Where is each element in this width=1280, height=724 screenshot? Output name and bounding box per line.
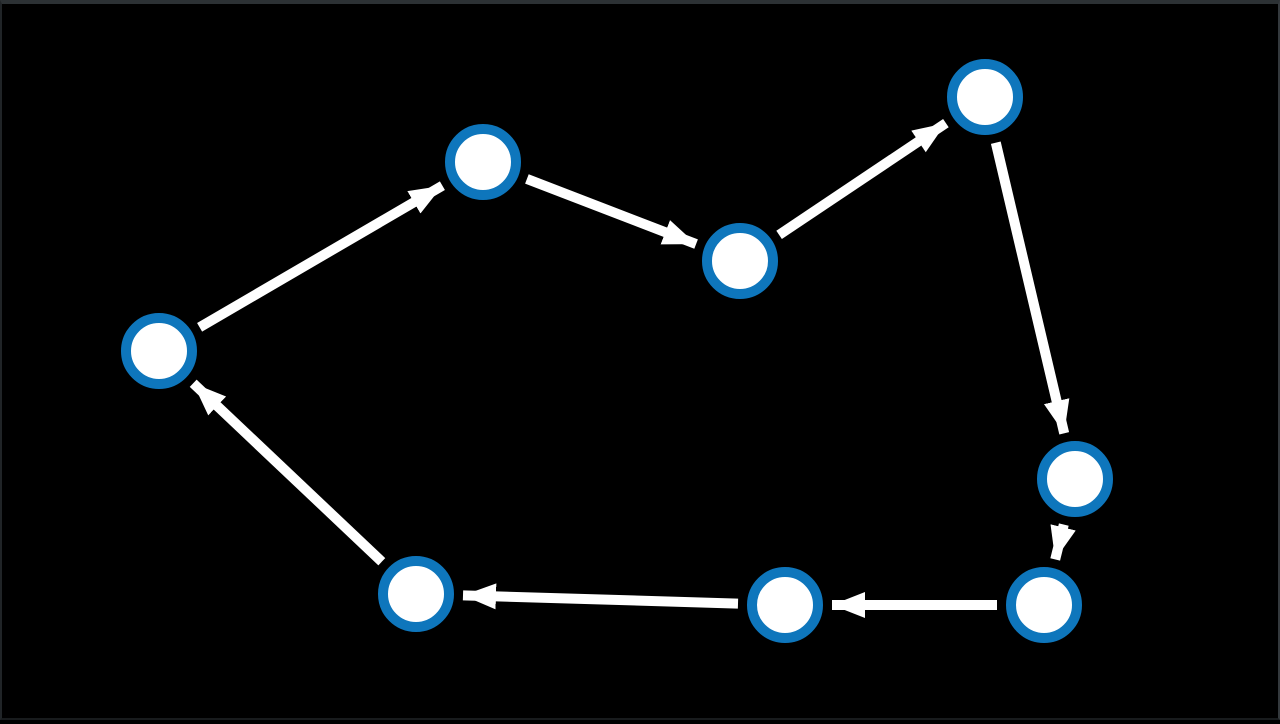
graph-node-bottom-middle-node	[747, 567, 823, 643]
graph-node-bottom-right-node	[1006, 567, 1082, 643]
graph-node-bottom-left-node	[378, 556, 454, 632]
graph-edge-n7-n8	[462, 583, 739, 610]
graph-edge-n3-n4	[776, 118, 949, 240]
graph-edge-n5-n6	[1050, 523, 1076, 561]
graph-edge-n8-n1	[189, 379, 386, 566]
directed-graph	[121, 59, 1113, 643]
graph-edge-n1-n2	[197, 181, 445, 332]
graph-node-left-node	[121, 313, 197, 389]
graph-edge-n2-n3	[525, 174, 698, 249]
graph-node-top-right-node	[947, 59, 1023, 135]
graph-node-upper-middle-node	[702, 223, 778, 299]
graph-node-right-node	[1037, 441, 1113, 517]
graph-node-upper-left-node	[445, 124, 521, 200]
graph-edge-n4-n5	[990, 141, 1070, 435]
